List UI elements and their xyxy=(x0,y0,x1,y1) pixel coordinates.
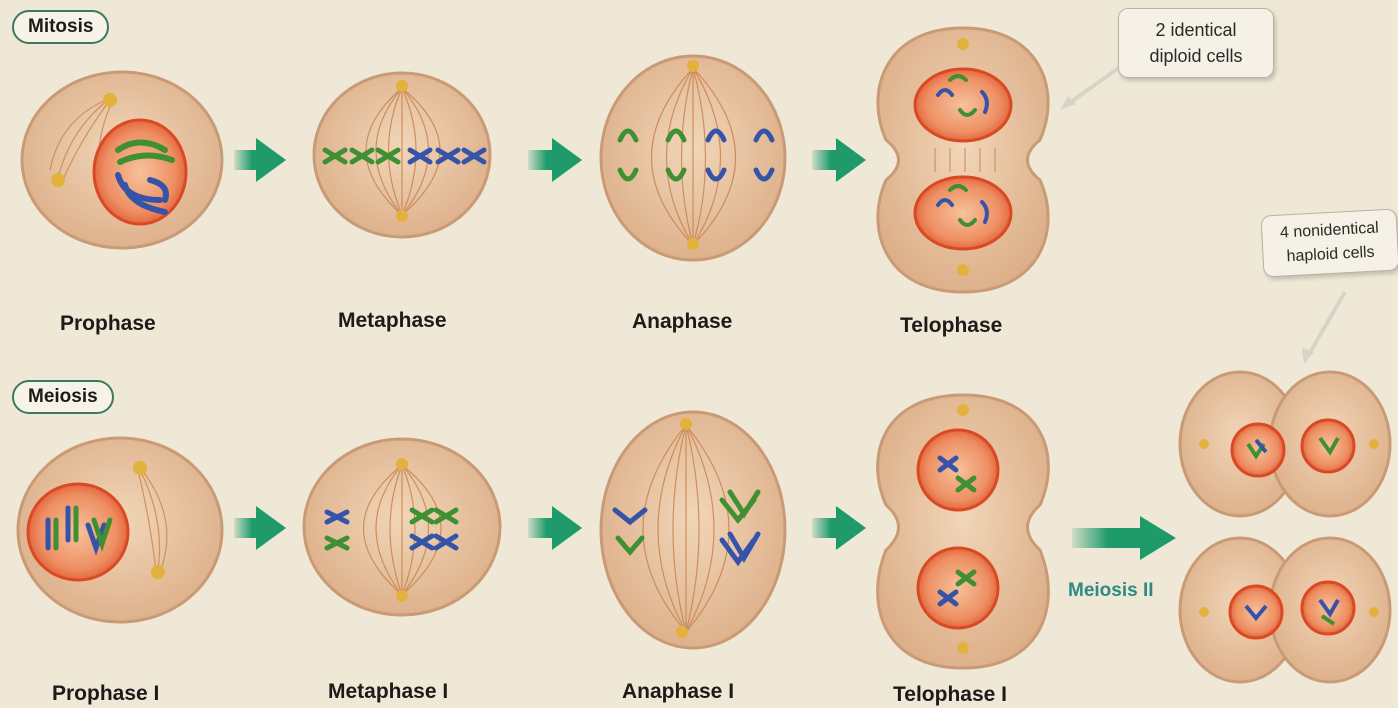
meiosis-prophase-i-cell xyxy=(18,438,222,622)
arrow-icon xyxy=(528,506,582,550)
mitosis-telophase-cell xyxy=(878,28,1048,292)
centrosome xyxy=(1369,607,1379,617)
mitosis-metaphase-cell xyxy=(314,73,490,237)
nucleus xyxy=(918,548,998,628)
centrosome xyxy=(103,93,117,107)
mitosis-prophase-cell xyxy=(22,72,222,248)
arrow-icon xyxy=(234,138,286,182)
haploid-cell-pair-bottom xyxy=(1180,538,1390,682)
haploid-cell-pair-top xyxy=(1180,372,1390,516)
stage-label-anaphase-i: Anaphase I xyxy=(622,680,734,704)
arrow-icon xyxy=(1072,516,1176,560)
stage-label-anaphase: Anaphase xyxy=(632,310,732,334)
centrosome xyxy=(957,404,969,416)
arrow-icon xyxy=(812,506,866,550)
meiosis-ii-label: Meiosis II xyxy=(1068,580,1154,602)
callout-meiosis-result: 4 nonidentical haploid cells xyxy=(1260,208,1398,277)
section-label-meiosis: Meiosis xyxy=(12,380,114,414)
centrosome xyxy=(133,461,147,475)
centrosome xyxy=(1369,439,1379,449)
mitosis-anaphase-cell xyxy=(601,56,785,260)
meiosis-anaphase-i-cell xyxy=(601,412,785,648)
arrow-icon xyxy=(528,138,582,182)
stage-label-prophase: Prophase xyxy=(60,312,156,336)
meiosis-ii-result-cells xyxy=(1180,372,1390,682)
stage-label-metaphase-i: Metaphase I xyxy=(328,680,448,704)
stage-label-metaphase: Metaphase xyxy=(338,309,447,333)
centrosome xyxy=(957,264,969,276)
arrow-icon xyxy=(234,506,286,550)
centrosome xyxy=(396,590,408,602)
centrosome xyxy=(1199,439,1209,449)
callout-mitosis-result: 2 identical diploid cells xyxy=(1118,8,1274,78)
centrosome xyxy=(957,642,969,654)
centrosome xyxy=(676,626,688,638)
centrosome xyxy=(396,458,408,470)
centrosome xyxy=(687,238,699,250)
callout-pointer xyxy=(1308,292,1345,356)
meiosis-metaphase-i-cell xyxy=(304,439,500,615)
stage-label-prophase-i: Prophase I xyxy=(52,682,159,706)
centrosome xyxy=(1199,607,1209,617)
centrosome xyxy=(51,173,65,187)
stage-label-telophase: Telophase xyxy=(900,314,1002,338)
centrosome xyxy=(687,60,699,72)
meiosis-telophase-i-cell xyxy=(878,395,1049,668)
nucleus xyxy=(1230,586,1282,638)
arrow-icon xyxy=(812,138,866,182)
section-label-mitosis: Mitosis xyxy=(12,10,109,44)
centrosome xyxy=(396,210,408,222)
centrosome xyxy=(151,565,165,579)
centrosome xyxy=(680,418,692,430)
centrosome xyxy=(396,80,408,92)
centrosome xyxy=(957,38,969,50)
nucleus xyxy=(94,120,186,224)
stage-label-telophase-i: Telophase I xyxy=(893,683,1007,707)
